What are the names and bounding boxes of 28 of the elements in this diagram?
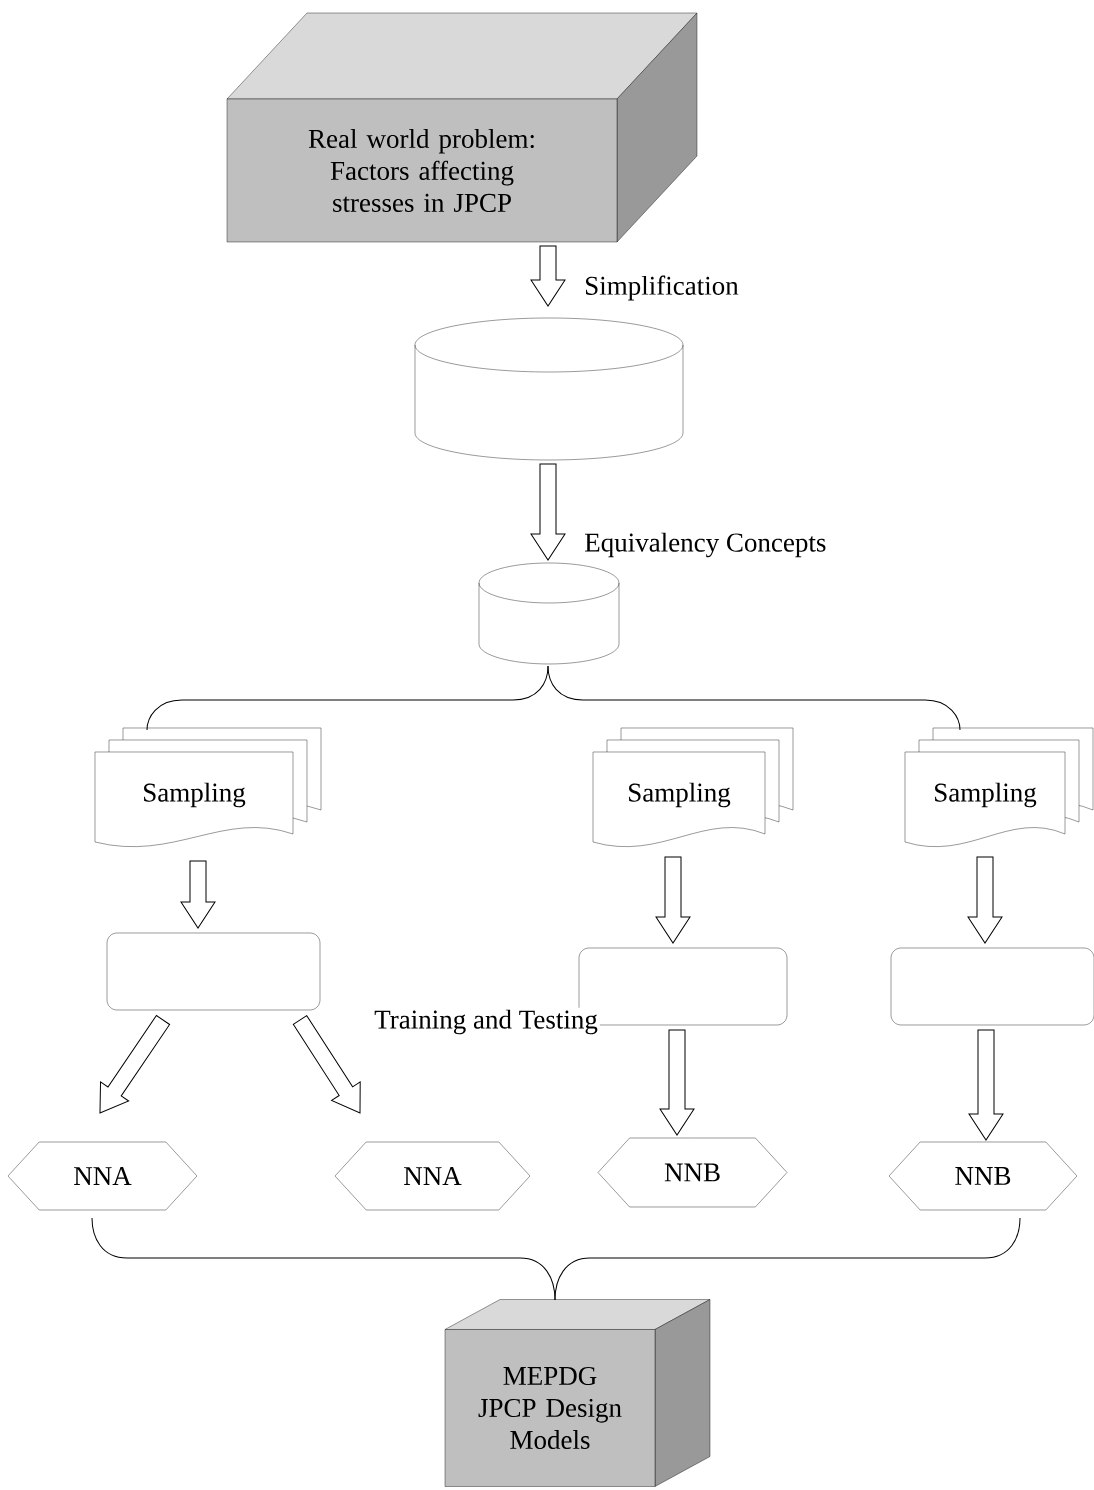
3d-box: MEPDG JPCP Design Models: [444, 1299, 711, 1487]
rounded-box: [106, 932, 321, 1011]
block-arrow: [292, 1015, 361, 1114]
block-arrow: [659, 1029, 695, 1136]
document-stack: Sampling: [592, 727, 794, 847]
block-arrow: [967, 856, 1003, 944]
rounded-box: [890, 947, 1094, 1026]
cylinder: [478, 562, 620, 665]
brace-connector: [554, 1217, 1021, 1301]
block-arrow: [99, 1015, 171, 1114]
edge-label: Training and Testing: [372, 1007, 600, 1037]
document-stack: Sampling: [904, 727, 1094, 847]
cylinder: [414, 317, 684, 461]
3d-box: Real world problem: Factors affecting stresses in JPCP: [226, 12, 698, 243]
hexagon: NNB: [888, 1141, 1078, 1211]
block-arrow: [655, 856, 691, 944]
edge-label: Simplification: [582, 273, 741, 303]
block-arrow: [968, 1029, 1004, 1141]
brace-connector: [547, 665, 961, 731]
block-arrow: [180, 860, 216, 929]
hexagon: NNA: [7, 1141, 198, 1211]
brace-connector: [146, 665, 549, 731]
hexagon: NNA: [334, 1141, 531, 1211]
block-arrow: [530, 463, 566, 561]
document-stack: Sampling: [94, 727, 322, 847]
block-arrow: [530, 245, 566, 307]
edge-label: Equivalency Concepts: [582, 530, 829, 560]
hexagon: NNB: [597, 1137, 788, 1208]
